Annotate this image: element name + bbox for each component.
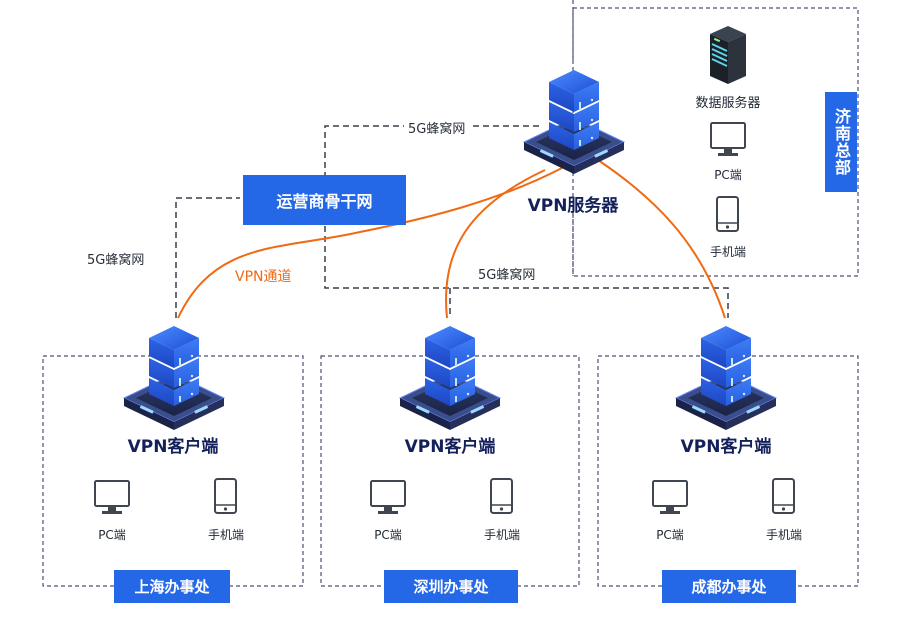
data-server-label: 数据服务器 (695, 96, 761, 111)
carrier-backbone-node: 运营商骨干网 (243, 175, 406, 225)
vpn-tunnel-label: VPN通道 (235, 269, 292, 285)
phone-label: 手机端 (765, 528, 802, 542)
monitor-icon (652, 480, 688, 515)
phone-label: 手机端 (483, 528, 520, 542)
hq-phone-label: 手机端 (709, 245, 746, 259)
data-server-icon (710, 26, 746, 84)
phone-icon (772, 478, 795, 514)
headquarters-tag: 济南总部 (825, 92, 857, 192)
pc-label: PC端 (98, 528, 126, 542)
vpn-client-label: VPN客户端 (127, 437, 219, 457)
hq-phone-icon (716, 196, 739, 232)
vpn-client-label: VPN客户端 (680, 437, 772, 457)
pc-label: PC端 (656, 528, 684, 542)
cellular-label-top: 5G蜂窝网 (404, 118, 470, 137)
vpn-server-icon (523, 69, 625, 175)
cellular-link-left (175, 197, 240, 318)
cellular-label-left: 5G蜂窝网 (83, 249, 149, 268)
vpn-tunnel-shanghai (177, 167, 563, 319)
office-name-tag: 深圳办事处 (384, 570, 518, 603)
monitor-icon (370, 480, 406, 515)
headquarters-boundary (572, 7, 859, 277)
office-name-tag: 成都办事处 (662, 570, 796, 603)
phone-icon (214, 478, 237, 514)
vpn-client-icon (399, 325, 501, 431)
phone-label: 手机端 (207, 528, 244, 542)
monitor-icon (94, 480, 130, 515)
office-name-tag: 上海办事处 (114, 570, 230, 603)
hq-pc-label: PC端 (714, 168, 742, 182)
pc-label: PC端 (374, 528, 402, 542)
vpn-client-icon (675, 325, 777, 431)
hq-monitor-icon (710, 122, 746, 157)
vpn-tunnel-chengdu (597, 159, 726, 319)
vpn-tunnel-shenzhen (445, 169, 546, 319)
cellular-label-bottom: 5G蜂窝网 (474, 264, 540, 283)
vpn-client-label: VPN客户端 (404, 437, 496, 457)
cellular-link-bottom (324, 226, 729, 318)
phone-icon (490, 478, 513, 514)
vpn-server-label: VPN服务器 (527, 196, 619, 216)
vpn-client-icon (123, 325, 225, 431)
